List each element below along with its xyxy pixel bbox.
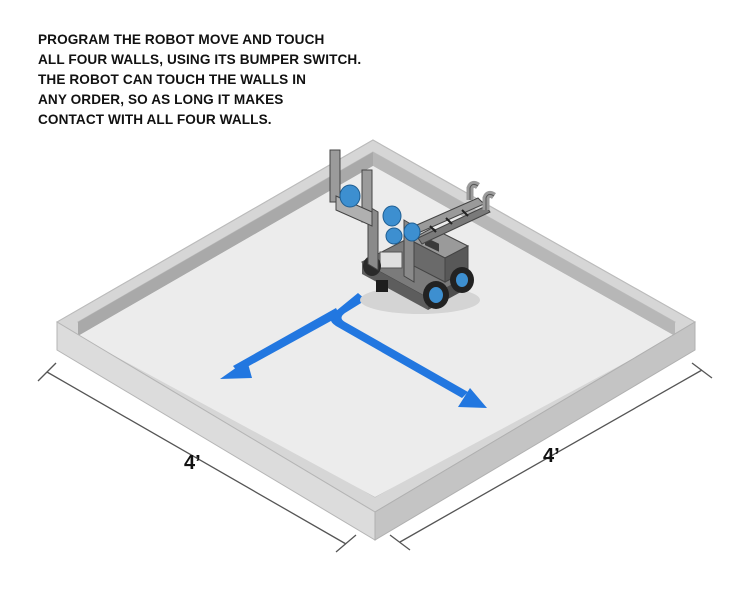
dimension-line-right bbox=[399, 369, 703, 543]
instructions-text: PROGRAM THE ROBOT MOVE AND TOUCH ALL FOU… bbox=[38, 30, 398, 130]
arrow-left bbox=[233, 308, 340, 372]
dimension-lines bbox=[37, 362, 713, 553]
arrow-stem bbox=[330, 293, 468, 398]
arena bbox=[56, 139, 696, 541]
dimension-label-left: 4’ bbox=[184, 452, 201, 474]
arena-floor-visible bbox=[78, 166, 675, 497]
inner-wall-left bbox=[78, 152, 373, 336]
dimension-line-left bbox=[46, 371, 347, 545]
robot-icon bbox=[329, 149, 496, 314]
instruction-line-3: THE ROBOT CAN TOUCH THE WALLS IN bbox=[38, 72, 307, 87]
instruction-line-5: CONTACT WITH ALL FOUR WALLS. bbox=[38, 112, 272, 127]
arrowhead-right bbox=[458, 388, 487, 408]
instruction-line-1: PROGRAM THE ROBOT MOVE AND TOUCH bbox=[38, 32, 325, 47]
dimension-label-right: 4’ bbox=[543, 445, 560, 467]
instruction-line-2: ALL FOUR WALLS, USING ITS BUMPER SWITCH. bbox=[38, 52, 362, 67]
outer-wall-front-right bbox=[374, 321, 696, 541]
instruction-line-4: ANY ORDER, SO AS LONG IT MAKES bbox=[38, 92, 284, 107]
inner-wall-right bbox=[373, 152, 675, 336]
direction-arrows-icon bbox=[220, 293, 487, 408]
arrowhead-left bbox=[220, 360, 252, 379]
